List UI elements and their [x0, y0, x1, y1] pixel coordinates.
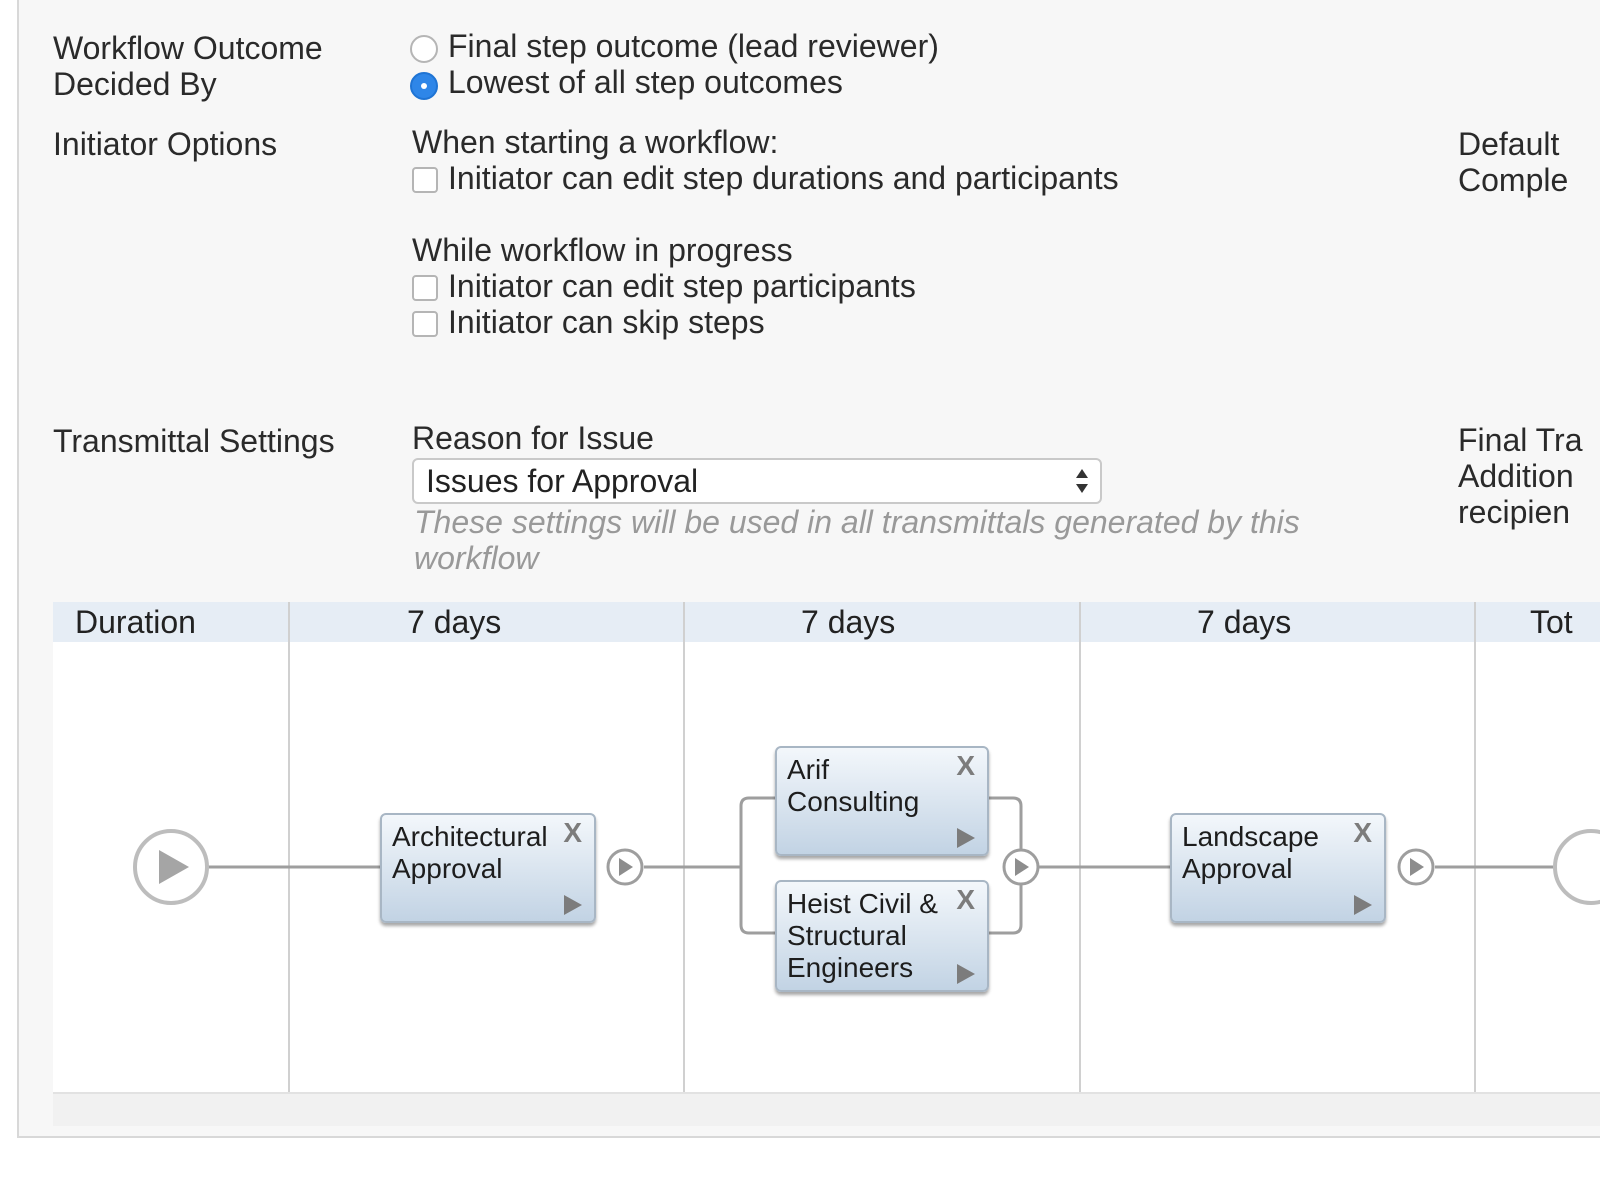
- step-label: Architectural Approval: [392, 821, 548, 885]
- end-circle-icon: [1553, 829, 1600, 905]
- step-label-line: Approval: [1182, 853, 1293, 884]
- final-transmittal-label-line1: Final Tra: [1458, 422, 1583, 458]
- column-divider: [1079, 602, 1081, 1092]
- reason-for-issue-select[interactable]: Issues for Approval: [412, 458, 1102, 504]
- when-starting-heading: When starting a workflow:: [412, 124, 779, 160]
- step-architectural-approval[interactable]: Architectural Approval X: [380, 813, 596, 923]
- start-play-icon: [133, 829, 209, 905]
- step-label: Arif Consulting: [787, 754, 919, 818]
- reason-for-issue-value: Issues for Approval: [426, 463, 699, 499]
- step-label: Landscape Approval: [1182, 821, 1319, 885]
- transmittal-hint-line1: These settings will be used in all trans…: [414, 504, 1300, 540]
- step-heist-civil-structural[interactable]: Heist Civil & Structural Engineers X: [775, 880, 989, 992]
- select-updown-icon: [1076, 469, 1088, 493]
- step-arif-consulting[interactable]: Arif Consulting X: [775, 746, 989, 856]
- column-divider: [288, 602, 290, 1092]
- column-2-duration[interactable]: 7 days: [801, 604, 896, 640]
- step-play-icon: [1397, 848, 1435, 886]
- edit-durations-checkbox[interactable]: [412, 167, 438, 193]
- step-play-icon: [1002, 848, 1040, 886]
- radio-lowest-outcome-label[interactable]: Lowest of all step outcomes: [448, 64, 843, 100]
- step-play-icon[interactable]: [957, 828, 975, 848]
- column-3-duration[interactable]: 7 days: [1197, 604, 1292, 640]
- duration-header-label: Duration: [75, 604, 196, 640]
- radio-final-step-outcome[interactable]: [410, 35, 438, 63]
- duration-header-row: [53, 602, 1600, 642]
- step-label-line: Consulting: [787, 786, 920, 817]
- step-play-icon[interactable]: [564, 895, 582, 915]
- step-play-icon[interactable]: [957, 964, 975, 984]
- close-icon[interactable]: X: [563, 817, 582, 848]
- edit-participants-checkbox[interactable]: [412, 275, 438, 301]
- close-icon[interactable]: X: [1353, 817, 1372, 848]
- final-transmittal-label-line3: recipien: [1458, 494, 1571, 530]
- step-label-line: Engineers: [787, 952, 914, 983]
- final-transmittal-label-line2: Addition: [1458, 458, 1574, 494]
- transmittal-hint: These settings will be used in all trans…: [414, 504, 1374, 576]
- workflow-connectors: [133, 796, 1600, 935]
- reason-for-issue-label: Reason for Issue: [412, 420, 654, 456]
- radio-final-step-outcome-label[interactable]: Final step outcome (lead reviewer): [448, 28, 939, 64]
- default-completion-label-line1: Default: [1458, 126, 1560, 162]
- column-divider: [683, 602, 685, 1092]
- edit-participants-label[interactable]: Initiator can edit step participants: [448, 268, 916, 304]
- skip-steps-checkbox[interactable]: [412, 311, 438, 337]
- default-completion-label-line2: Comple: [1458, 162, 1569, 198]
- step-label-line: Approval: [392, 853, 503, 884]
- transmittal-settings-label: Transmittal Settings: [53, 423, 335, 459]
- step-landscape-approval[interactable]: Landscape Approval X: [1170, 813, 1386, 923]
- edit-durations-label[interactable]: Initiator can edit step durations and pa…: [448, 160, 1119, 196]
- step-label-line: Arif: [787, 754, 829, 785]
- step-play-icon: [606, 848, 644, 886]
- close-icon[interactable]: X: [956, 750, 975, 781]
- close-icon[interactable]: X: [956, 884, 975, 915]
- step-play-icon[interactable]: [1354, 895, 1372, 915]
- workflow-outcome-label-line1: Workflow Outcome: [53, 30, 323, 66]
- workflow-diagram: Duration 7 days 7 days 7 days Tot: [53, 602, 1600, 1126]
- transmittal-hint-line2: workflow: [414, 540, 539, 576]
- workflow-outcome-label-line2: Decided By: [53, 66, 217, 102]
- column-1-duration[interactable]: 7 days: [407, 604, 502, 640]
- total-duration-header: Tot: [1530, 604, 1573, 640]
- column-divider: [1474, 602, 1476, 1092]
- workflow-scrollbar-track[interactable]: [53, 1092, 1600, 1126]
- in-progress-heading: While workflow in progress: [412, 232, 793, 268]
- step-label: Heist Civil & Structural Engineers: [787, 888, 938, 984]
- step-label-line: Landscape: [1182, 821, 1320, 852]
- skip-steps-label[interactable]: Initiator can skip steps: [448, 304, 765, 340]
- step-label-line: Heist Civil &: [787, 888, 938, 919]
- step-label-line: Structural: [787, 920, 907, 951]
- radio-lowest-outcome[interactable]: [410, 72, 438, 100]
- initiator-options-label: Initiator Options: [53, 126, 278, 162]
- step-label-line: Architectural: [392, 821, 548, 852]
